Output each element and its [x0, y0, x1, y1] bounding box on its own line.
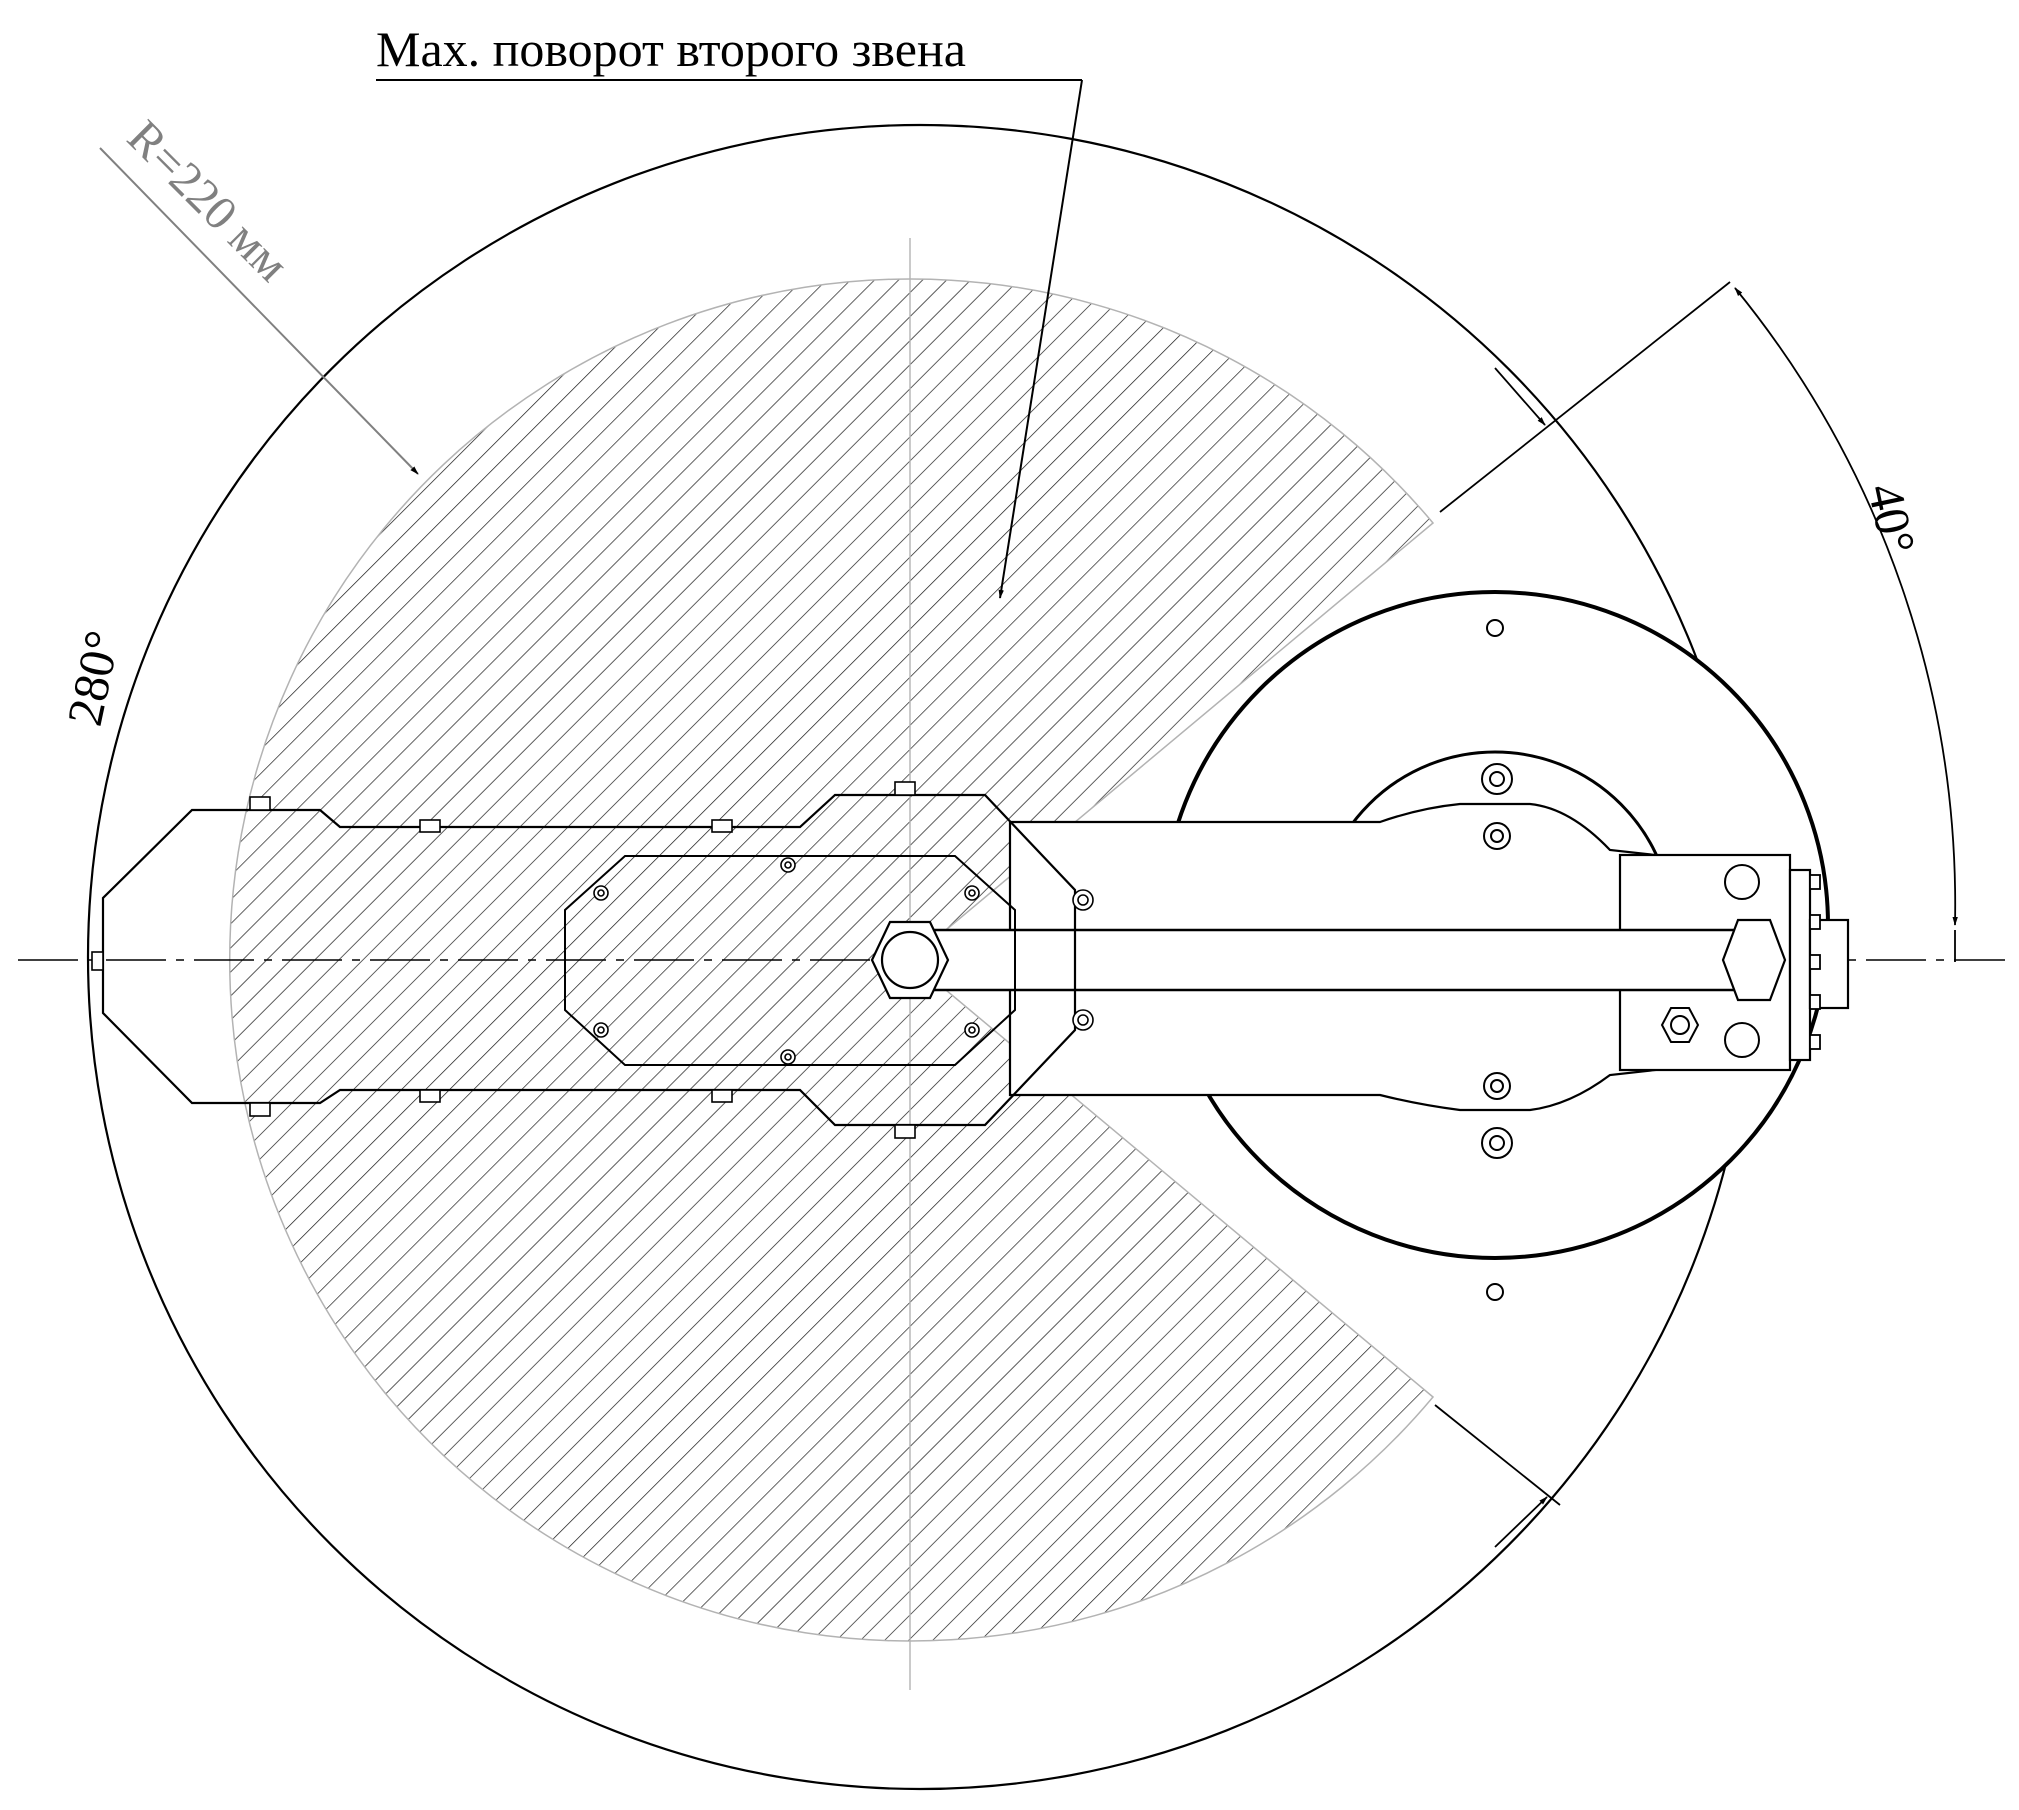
second-link-inner-panel: [564, 855, 1016, 1066]
radius-label: R=220 мм: [117, 110, 299, 292]
angle-40-label: 40°: [1857, 479, 1926, 559]
flange-nut: [1660, 1007, 1700, 1043]
base-bolts: [1481, 763, 1513, 1159]
radius-leader: [99, 147, 419, 475]
flange-cap: [1788, 868, 1812, 1062]
base-mount-hole-top: [1486, 619, 1504, 637]
elbow-nut: [870, 920, 950, 1000]
second-link-screws: [593, 857, 1094, 1065]
rod-end-nut-right: [1721, 918, 1787, 1002]
arrow-280-lower-tick: [1494, 1496, 1548, 1548]
flange-hole-bottom: [1724, 1022, 1760, 1058]
title-label: Max. поворот второго звена: [376, 21, 966, 77]
angle-280-label: 280°: [56, 626, 131, 731]
angle-40-dimension-arc: [1734, 287, 1958, 926]
second-link-housing: [101, 793, 1077, 1127]
sector-boundary-lower: [1434, 1404, 1561, 1506]
title-leader: [998, 79, 1083, 599]
sector-boundary-upper: [1439, 281, 1731, 513]
connecting-rod: [903, 928, 1767, 992]
flange-screws: [1809, 874, 1821, 1050]
second-link-tabs: [91, 781, 916, 1139]
arrow-280-upper-tick: [1494, 367, 1546, 426]
base-mount-hole-bottom: [1486, 1283, 1504, 1301]
flange-hole-top: [1724, 864, 1760, 900]
